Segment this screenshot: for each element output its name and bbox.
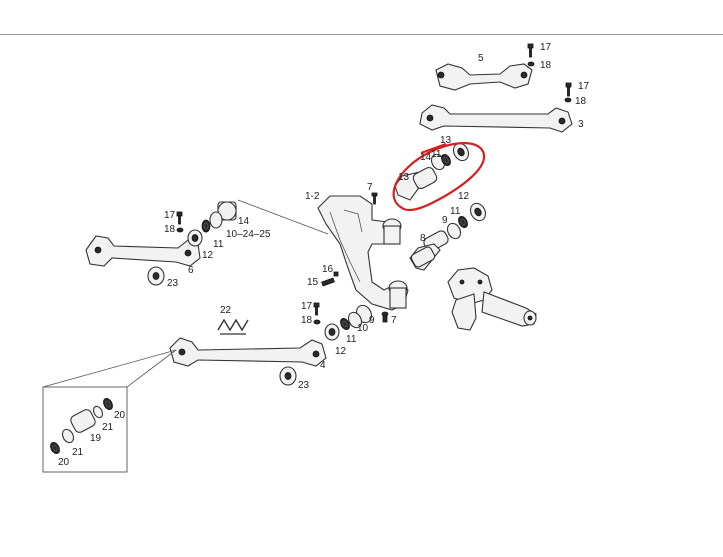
callout-c-18c: 18 [164,224,176,235]
callout-c-17b: 17 [578,81,590,92]
bushing-set-12-11-10-9-lower [324,304,389,341]
callout-c-21b: 21 [72,447,84,458]
callout-c-11b: 11 [450,206,461,217]
callout-c-6: 6 [188,265,194,276]
wheel-hub-spindle [447,267,537,331]
callout-c-11d: 11 [346,334,357,345]
callout-c-12c: 12 [335,346,347,357]
callout-c-1-2: 1-2 [305,191,320,202]
bolt-17-washer-18-lower [313,302,321,325]
bolt-17-washer-18-left [176,211,184,233]
callout-c-11c: 11 [213,239,224,250]
callout-c-22: 22 [220,305,232,316]
callout-c-14a: 14 [420,152,432,163]
bushing-23-lower [279,366,297,386]
callout-c-9b: 9 [369,315,375,326]
callout-c-17a: 17 [540,42,552,53]
callout-c-13a: 13 [440,135,452,146]
callout-c-19: 19 [90,433,102,444]
bolt-16-15 [321,271,339,287]
bushing-set-14-11-12-left [187,201,237,247]
callout-c-5: 5 [478,53,484,64]
callout-c-18d: 18 [301,315,313,326]
control-arm-3 [419,104,573,133]
shaft-pin-assembly-13-14-11 [394,142,470,201]
callout-c-12a: 12 [458,191,470,202]
callout-c-21a: 21 [102,422,114,433]
callout-c-18a: 18 [540,60,552,71]
header-divider [0,34,723,35]
callout-c-10: 10 [357,323,369,334]
callout-c-15: 15 [307,277,319,288]
callout-c-7a: 7 [367,182,373,193]
bushing-23-left [147,266,165,286]
callout-c-18b: 18 [575,96,587,107]
detail-inset-box [42,349,177,473]
callout-c-17d: 17 [301,301,313,312]
callout-c-11a: 11 [431,149,442,160]
inset-bushing-parts-19-20-21 [50,397,113,455]
callout-c-12b: 12 [202,250,214,261]
callout-c-4: 4 [320,360,326,371]
leader-line-14 [237,199,329,235]
callout-c-14b: 14 [238,216,250,227]
shaft-pin-8 [409,230,449,271]
callout-c-10-24-25: 10–24–25 [226,229,271,240]
bushing-set-12-11-9 [446,202,487,240]
callout-c-20a: 20 [114,410,126,421]
callout-c-13b: 13 [398,172,410,183]
lower-control-arm-4 [169,337,327,367]
bolt-17-washer-18-top [527,43,535,67]
red-highlight-annotation [392,142,486,212]
bolt-7-top [371,192,378,205]
control-arm-6 [85,235,201,267]
callout-c-20b: 20 [58,457,70,468]
callout-c-16: 16 [322,264,334,275]
upper-control-arm-5 [435,63,533,91]
callout-c-23b: 23 [298,380,310,391]
callout-c-3: 3 [578,119,584,130]
callout-c-17c: 17 [164,210,176,221]
callout-c-8: 8 [420,233,426,244]
callout-c-7b: 7 [391,315,397,326]
callout-c-9a: 9 [442,215,448,226]
bolt-17-washer-18-right [564,82,572,103]
callout-c-23a: 23 [167,278,179,289]
spring-clip-22 [217,318,249,335]
steering-knuckle-bracket-1-2 [317,195,409,311]
